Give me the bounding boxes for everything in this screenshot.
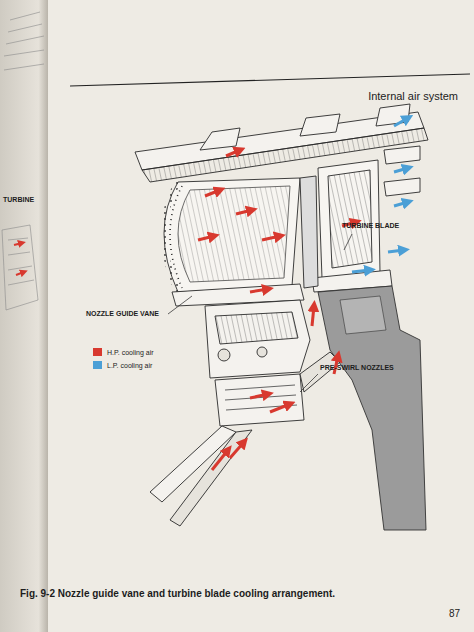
part-label: NOZZLE GUIDE VANE [86,310,159,317]
turbine-disc [318,286,426,530]
part-label: TURBINE BLADE [342,222,399,229]
legend-swatch [93,361,102,369]
outer-casing [135,104,428,182]
legend-text: L.P. cooling air [107,362,152,369]
turbine-blade [300,146,420,292]
figure-caption: Fig. 9-2 Nozzle guide vane and turbine b… [20,588,335,599]
facing-page [0,0,48,632]
legend-swatch [93,348,102,356]
legend-entry: L.P. cooling air [93,361,152,369]
lp-airflow-arrows [352,118,408,272]
running-header: Internal air system [368,90,458,102]
nozzle-guide-vane [164,178,304,306]
hp-airflow-arrows [198,150,356,470]
pre-swirl-nozzles [215,374,304,426]
page-number: 87 [449,608,460,619]
header-rule [70,74,470,86]
facing-page-label: TURBINE [3,196,34,203]
legend-entry: H.P. cooling air [93,348,154,356]
part-label: PRE-SWIRL NOZZLES [320,364,394,371]
legend-text: H.P. cooling air [107,349,154,356]
inner-casing [150,300,340,526]
facing-page-arrows [14,243,24,275]
facing-page-sketch [2,12,44,310]
